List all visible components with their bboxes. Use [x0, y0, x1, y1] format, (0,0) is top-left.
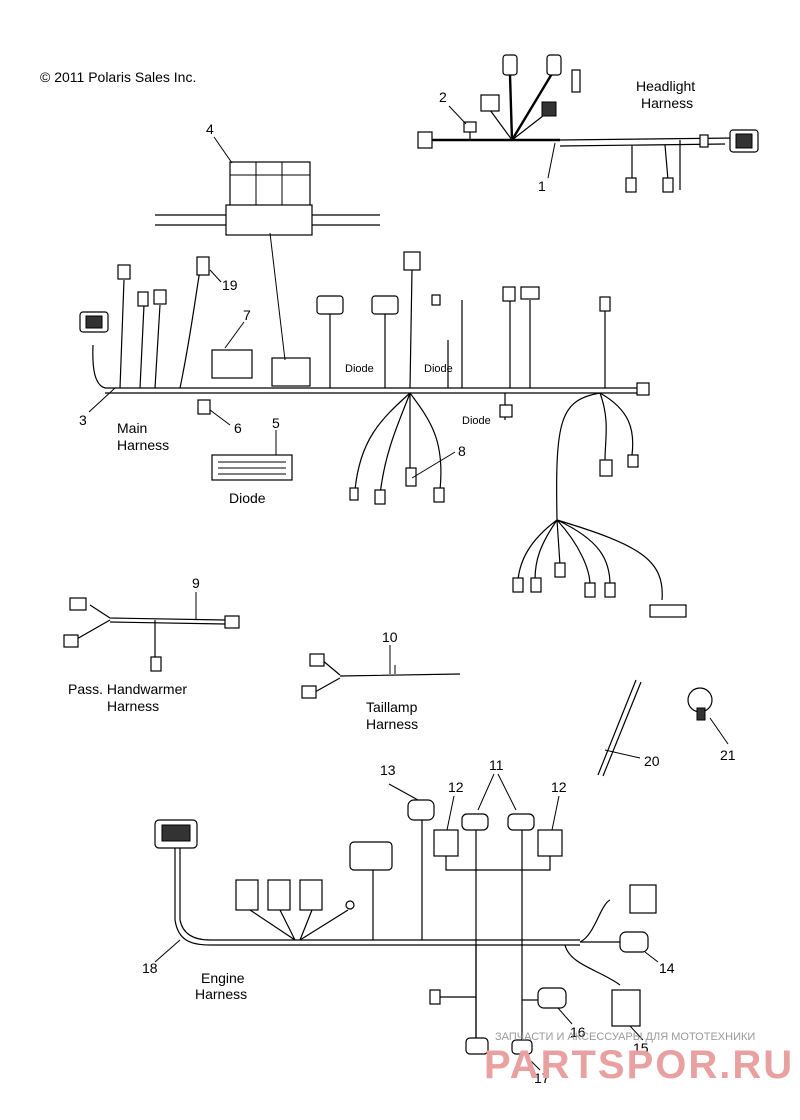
- callout-13: 13: [380, 762, 396, 778]
- callout-18: 18: [142, 960, 158, 976]
- main-harness-drawing: [79, 251, 687, 618]
- cable-tie-drawing: [597, 679, 642, 777]
- callout-8: 8: [458, 443, 466, 459]
- callout-10: 10: [382, 629, 398, 645]
- diode-label-a: Diode: [345, 363, 374, 375]
- engine-harness-label-line2: Harness: [195, 986, 247, 1002]
- callout-5: 5: [272, 415, 280, 431]
- connector-13-drawing: [407, 799, 435, 821]
- engine-harness-connector-top-right: [629, 884, 657, 914]
- taillamp-harness-label-line1: Taillamp: [366, 699, 418, 715]
- callout-6: 6: [234, 420, 242, 436]
- main-harness-relay-connector: [211, 349, 253, 379]
- headlight-relay-connector: [480, 94, 500, 112]
- headlight-harness-label-line2: Harness: [641, 95, 693, 111]
- headlight-left-connector: [417, 131, 433, 149]
- taillamp-harness-label-line2: Harness: [366, 716, 418, 732]
- callout-1: 1: [538, 178, 546, 194]
- diode-part-label: Diode: [229, 490, 266, 506]
- handwarmer-harness-drawing: [63, 597, 240, 672]
- callout-12-right: 12: [551, 779, 567, 795]
- main-harness-label-line1: Main: [117, 420, 147, 436]
- main-harness-fuse-block: [271, 357, 311, 387]
- callout-14: 14: [659, 960, 675, 976]
- callout-19: 19: [222, 277, 238, 293]
- callout-15: 15: [633, 1040, 649, 1056]
- callout-4: 4: [206, 121, 214, 137]
- main-harness-label-line2: Harness: [117, 437, 169, 453]
- callout-12-left: 12: [448, 779, 464, 795]
- headlight-bulb-socket-right: [546, 54, 562, 76]
- handwarmer-harness-label-line2: Harness: [107, 698, 159, 714]
- callout-20: 20: [644, 753, 660, 769]
- engine-harness-label-line1: Engine: [201, 970, 245, 986]
- callout-16: 16: [570, 1024, 586, 1040]
- handwarmer-harness-label-line1: Pass. Handwarmer: [68, 681, 187, 697]
- fuse-box-cover: [229, 161, 311, 208]
- diode-label-c: Diode: [462, 415, 491, 427]
- fuse-box-drawing: [155, 161, 380, 236]
- fuse-box-base: [225, 204, 313, 236]
- callout-leader-lines: [88, 105, 729, 1071]
- callout-21: 21: [720, 747, 736, 763]
- connector-16-drawing: [537, 987, 567, 1009]
- connector-12-right-drawing: [537, 829, 563, 857]
- diode-label-b: Diode: [424, 363, 453, 375]
- callout-2: 2: [439, 89, 447, 105]
- callout-17: 17: [534, 1070, 550, 1086]
- connector-14-drawing: [619, 931, 649, 953]
- callout-9: 9: [192, 575, 200, 591]
- headlight-bulb-socket-left: [502, 54, 518, 76]
- taillamp-harness-drawing: [301, 653, 461, 699]
- watermark-logo-text: PARTSPOR.RU: [484, 1043, 794, 1087]
- callout-7: 7: [243, 307, 251, 323]
- copyright-text: © 2011 Polaris Sales Inc.: [40, 69, 196, 85]
- headlight-harness-drawing: [417, 54, 759, 193]
- callout-3: 3: [79, 412, 87, 428]
- watermark-tagline: ЗАПЧАСТИ И АКСЕССУАРЫ ДЛЯ МОТОТЕХНИКИ: [495, 1031, 755, 1043]
- engine-harness-drawing: [154, 799, 657, 1055]
- connector-15-drawing: [611, 989, 641, 1027]
- callout-11: 11: [489, 757, 504, 773]
- headlight-harness-label-line1: Headlight: [636, 78, 695, 94]
- connector-12-left-drawing: [433, 829, 459, 857]
